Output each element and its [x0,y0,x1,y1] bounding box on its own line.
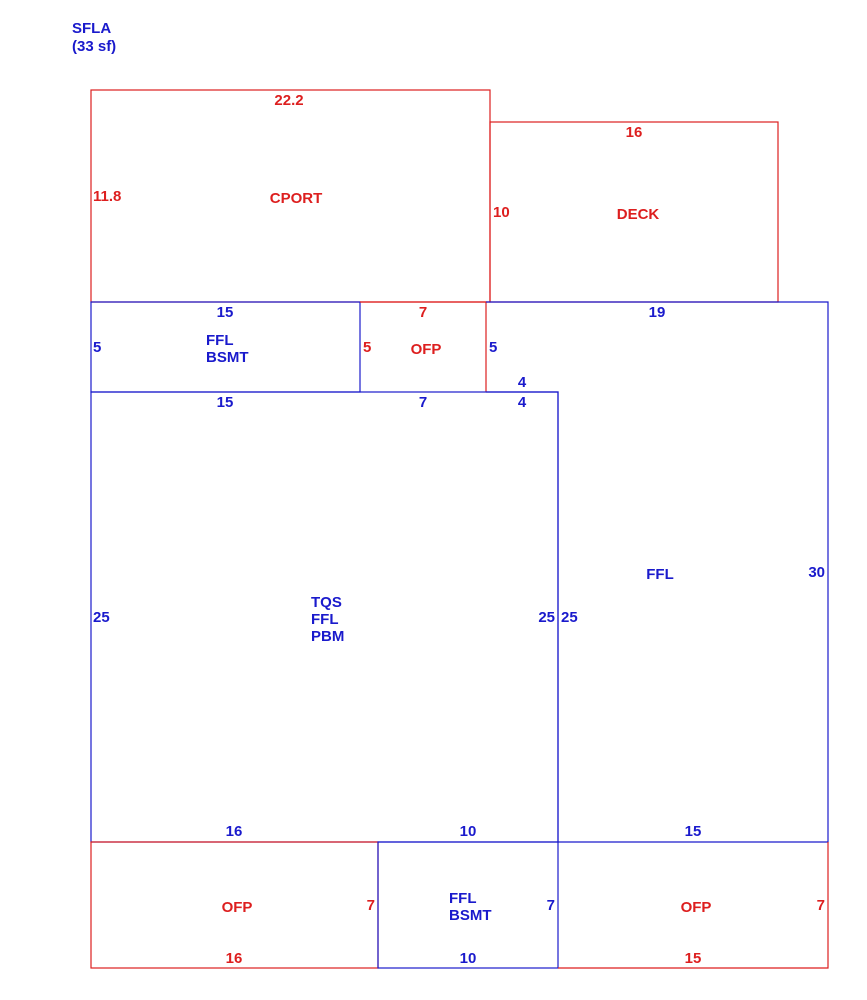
ofp-bottom-right-area: OFP 7 15 [558,842,829,969]
ffl-bsmt-upper-left-dim: 5 [93,339,101,356]
tqs-main-name-2: FFL [311,611,339,628]
ffl-bsmt-lower-bottom-dim: 10 [460,950,477,967]
ffl-bsmt-upper-name-2: BSMT [206,349,249,366]
ffl-bsmt-lower-outline [377,841,559,969]
ofp-bottom-left-right-dim: 7 [367,897,375,914]
ofp-middle-right-dim: 5 [489,339,497,356]
ofp-middle-name: OFP [411,341,442,358]
ffl-right-right-dim: 30 [808,564,825,581]
ffl-bsmt-upper-bottom-dim: 15 [217,394,234,411]
ofp-middle-left-dim: 5 [363,339,371,356]
ofp-middle-top-dim: 7 [419,304,427,321]
deck-area: DECK 16 10 [489,121,779,303]
ffl-right-top-dim: 19 [649,304,666,321]
cport-name: CPORT [270,190,323,207]
ffl-right-name: FFL [646,566,674,583]
summary-title: SFLA [72,20,111,37]
ofp-bottom-right-bottom-dim: 15 [685,950,702,967]
tqs-main-bottom-dim-b: 10 [460,823,477,840]
ofp-bottom-left-bottom-dim: 16 [226,950,243,967]
ffl-right-area: FFL 19 30 4 4 25 15 [486,301,829,843]
tqs-main-area: TQS FFL PBM 25 25 16 10 [90,391,559,843]
deck-top-dim: 16 [626,124,643,141]
cport-top-dim: 22.2 [274,92,303,109]
ofp-bottom-right-name: OFP [681,899,712,916]
cport-left-dim: 11.8 [93,188,121,205]
summary-label: SFLA (33 sf) [72,20,116,55]
deck-name: DECK [617,206,660,223]
ffl-bsmt-lower-name-2: BSMT [449,907,492,924]
ffl-bsmt-lower-name-1: FFL [449,890,477,907]
ffl-bsmt-upper-top-dim: 15 [217,304,234,321]
deck-left-dim: 10 [493,204,510,221]
ofp-middle-bottom-dim: 7 [419,394,427,411]
ffl-right-bottom-dim: 15 [685,823,702,840]
ffl-bsmt-lower-right-dim: 7 [547,897,555,914]
ffl-right-left-dim: 25 [561,609,578,626]
tqs-main-bottom-dim-a: 16 [226,823,243,840]
tqs-main-right-dim: 25 [538,609,555,626]
ffl-bsmt-lower-area: FFL BSMT 7 10 [377,841,559,969]
tqs-main-left-dim: 25 [93,609,110,626]
ffl-right-step-dim-a: 4 [518,374,527,391]
ofp-bottom-right-right-dim: 7 [817,897,825,914]
ffl-right-step-dim-b: 4 [518,394,527,411]
summary-area: (33 sf) [72,38,116,55]
ofp-bottom-left-name: OFP [222,899,253,916]
ffl-bsmt-upper-name-1: FFL [206,332,234,349]
ofp-bottom-right-outline [558,842,829,969]
tqs-main-name-1: TQS [311,594,342,611]
tqs-main-name-3: PBM [311,628,344,645]
